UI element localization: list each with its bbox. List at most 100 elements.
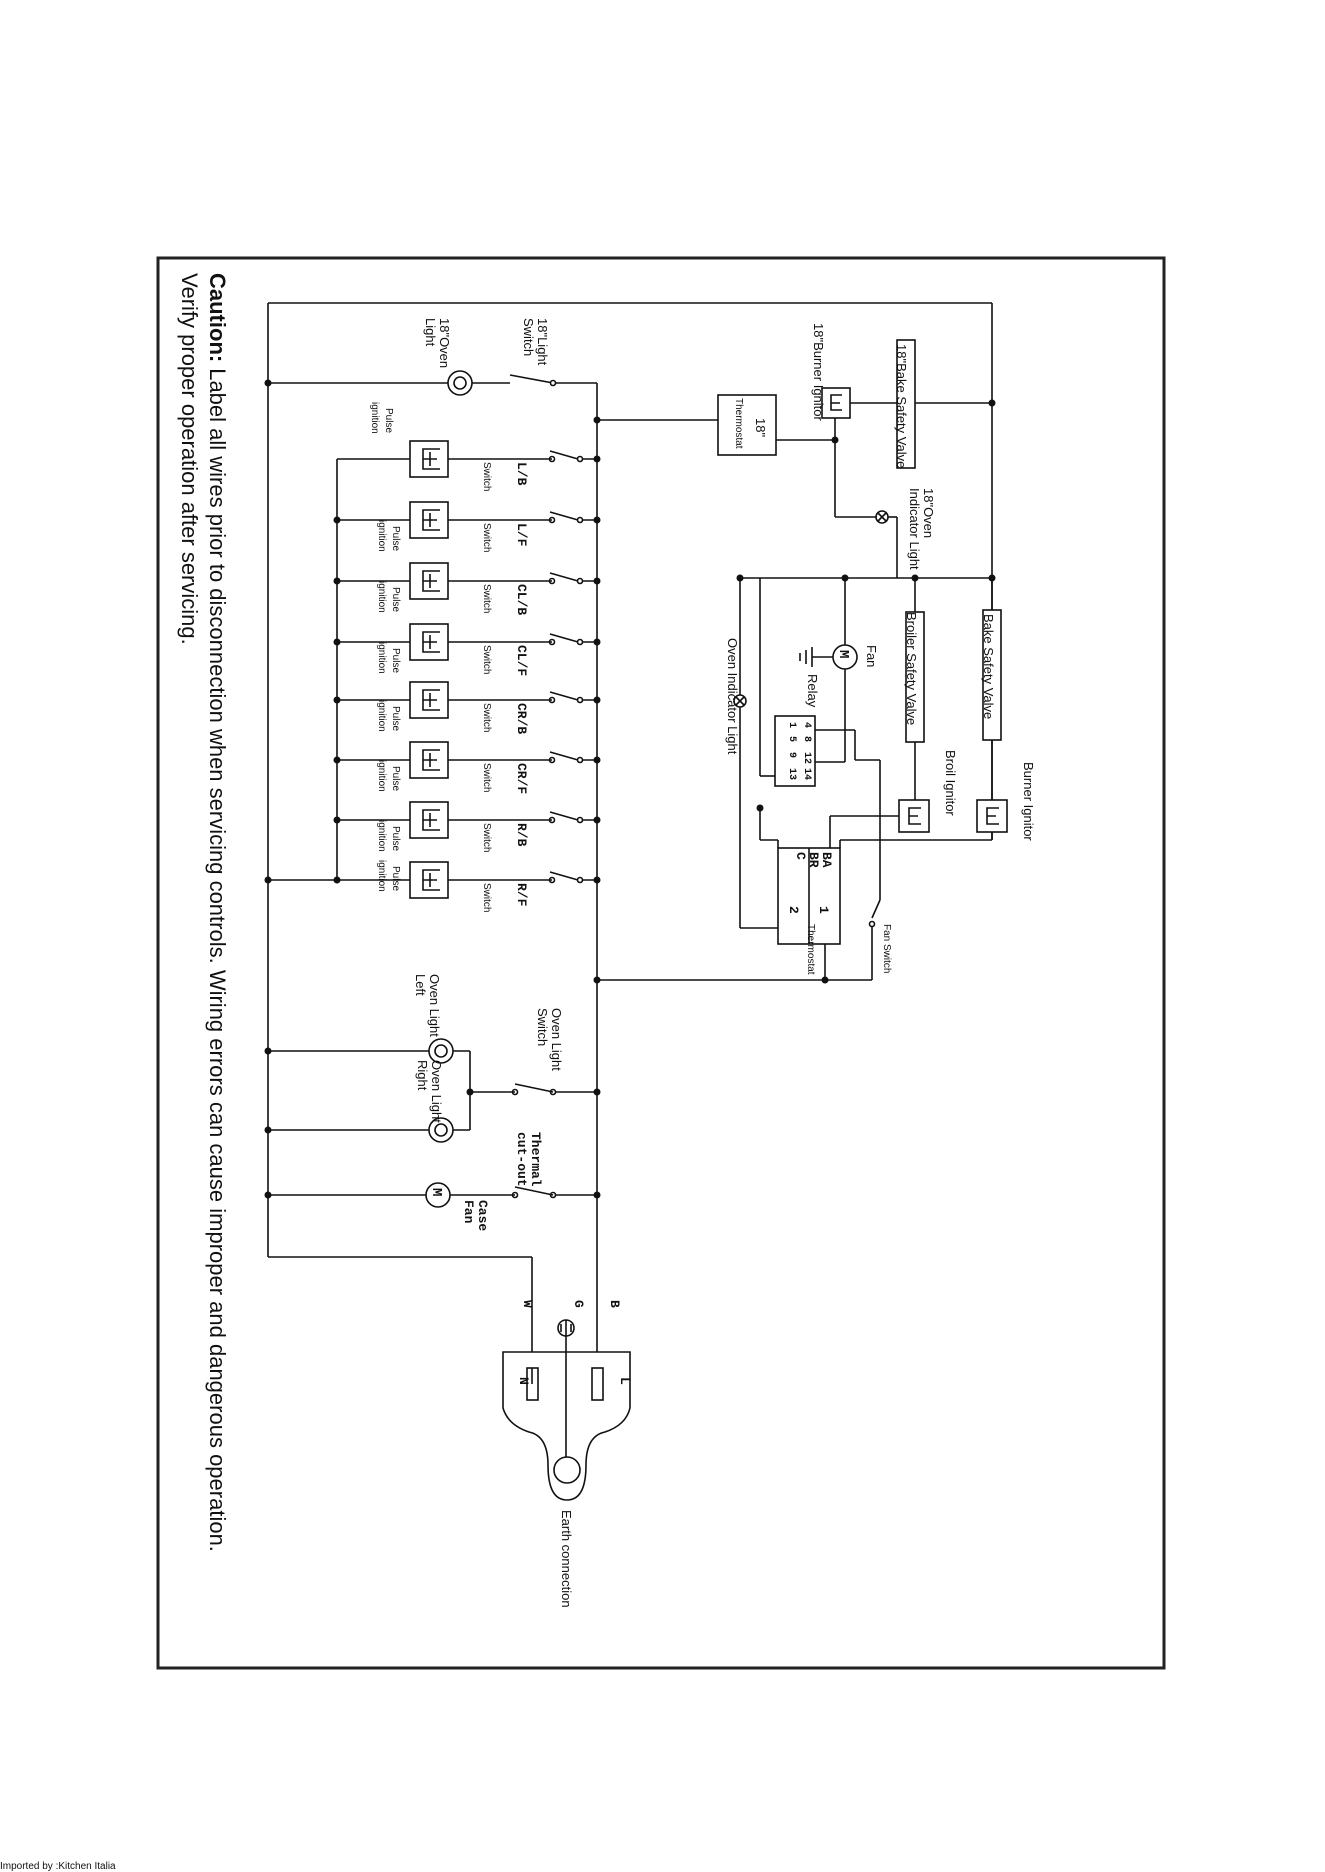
thermostat-label: Thermostat xyxy=(805,924,816,975)
top-thermostat-label-2: Thermostat xyxy=(733,398,744,449)
burner-code: R/F xyxy=(514,883,529,907)
wire-g-label: G xyxy=(571,1300,586,1308)
top-thermostat-label-1: 18" xyxy=(753,418,768,437)
burner-row: CL/B Switch Pulse ignition xyxy=(333,562,601,615)
oven-light-right-label-2: Right xyxy=(415,1060,430,1091)
top-bake-safety-valve-label: 18"Bake Safety Valve xyxy=(894,344,909,468)
footer-text: Imported by :Kitchen Italia xyxy=(0,1861,116,1872)
caption-bold: Caution: xyxy=(205,273,230,362)
burner-ignition-2: ignition xyxy=(376,820,387,852)
wire-b-label: B xyxy=(607,1300,622,1308)
burner-switch: Switch xyxy=(481,763,492,792)
burner-switch: Switch xyxy=(481,462,492,491)
earth-connection-label: Earth connection xyxy=(559,1510,574,1608)
burner-ignition-1: Pulse xyxy=(390,766,401,791)
relay-pin-9: 9 xyxy=(786,752,797,758)
top-burner-ignitor-label: 18"Burner Ignitor xyxy=(811,323,826,422)
burner-code: CR/B xyxy=(514,703,529,734)
top-light-switch-label-2: Switch xyxy=(521,318,536,356)
burner-ignition-1: Pulse xyxy=(383,408,394,433)
relay-pin-13: 13 xyxy=(786,768,797,780)
burner-code: L/F xyxy=(514,523,529,547)
top-bake-safety-valve xyxy=(896,339,916,469)
burner-switch: Switch xyxy=(481,584,492,613)
burner-ignition-2: ignition xyxy=(376,581,387,613)
oven-light-right-label-1: Oven Light xyxy=(429,1060,444,1123)
burner-ignition-1: Pulse xyxy=(390,526,401,551)
case-fan-m: M xyxy=(428,1188,444,1196)
fan-label: Fan xyxy=(864,645,879,667)
caption-line-2: Verify proper operation after servicing. xyxy=(177,273,202,645)
fan-motor-m: M xyxy=(835,650,851,658)
burner-code: CL/F xyxy=(514,645,529,676)
top-thermostat-box xyxy=(717,394,777,456)
bake-safety-valve-label: Bake Safety Valve xyxy=(981,614,996,719)
relay-pin-1: 1 xyxy=(786,722,797,728)
thermostat-terminal-1: 1 xyxy=(816,906,831,914)
top-indicator-light-label-1: 18"Oven xyxy=(921,488,936,538)
diagram-frame xyxy=(156,256,1166,1670)
burner-switch: Switch xyxy=(481,523,492,552)
burner-row: R/F Switch Pulse ignition xyxy=(264,860,601,912)
burner-ignition-2: ignition xyxy=(376,642,387,674)
burner-ignition-1: Pulse xyxy=(390,826,401,851)
caption-line-1: Caution: Label all wires prior to disconn… xyxy=(205,273,230,1552)
burner-row: R/B Switch Pulse ignition xyxy=(333,801,601,852)
wire-w-label: W xyxy=(520,1300,535,1308)
burner-row: CL/F Switch Pulse ignition xyxy=(333,623,601,676)
burner-code: CR/F xyxy=(514,763,529,794)
case-fan-label-2: Fan xyxy=(461,1200,476,1224)
thermostat-terminal-2: 2 xyxy=(786,906,801,914)
relay xyxy=(774,715,816,787)
burner-code: L/B xyxy=(514,462,529,486)
fan-switch-label: Fan Switch xyxy=(881,924,892,973)
burner-row: L/B Switch Pulse ignition xyxy=(337,402,601,491)
plug-pin-l xyxy=(591,1367,604,1401)
relay-pin-5: 5 xyxy=(786,736,797,742)
burner-row: CR/F Switch Pulse ignition xyxy=(333,741,601,794)
oven-light-left-label-1: Oven Light xyxy=(427,974,442,1037)
top-oven-light-label-2: Light xyxy=(423,318,438,347)
burner-ignition-2: ignition xyxy=(376,860,387,892)
burner-code: CL/B xyxy=(514,584,529,615)
oven-light-left-label-2: Left xyxy=(413,974,428,996)
thermal-label-2: cut-out xyxy=(514,1132,529,1187)
burner-switch: Switch xyxy=(481,823,492,852)
thermostat-terminal-br: BR xyxy=(806,852,821,868)
relay-pin-4: 4 xyxy=(801,722,812,728)
burner-ignition-1: Pulse xyxy=(390,866,401,891)
relay-pin-12: 12 xyxy=(801,752,812,764)
oven-light-switch-label-1: Oven Light xyxy=(549,1008,564,1071)
burner-ignition-2: ignition xyxy=(369,402,380,434)
relay-pin-14: 14 xyxy=(801,768,812,780)
burner-ignition-1: Pulse xyxy=(390,587,401,612)
relay-label: Relay xyxy=(805,674,820,708)
burner-ignition-1: Pulse xyxy=(390,706,401,731)
burner-ignition-2: ignition xyxy=(376,760,387,792)
burner-ignition-2: ignition xyxy=(376,520,387,552)
burner-row: CR/B Switch Pulse ignition xyxy=(333,681,601,734)
thermostat-terminal-c: C xyxy=(793,852,808,860)
earth-pin xyxy=(553,1456,581,1484)
burner-switch: Switch xyxy=(481,645,492,674)
burner-ignition-1: Pulse xyxy=(390,648,401,673)
oven-light-switch-label-2: Switch xyxy=(535,1008,550,1046)
top-oven-light-label-1: 18"Oven xyxy=(437,318,452,368)
burner-ignition-2: ignition xyxy=(376,700,387,732)
burner-ignitor-label: Burner Ignitor xyxy=(1021,762,1036,841)
top-light-switch-label-1: 18"Light xyxy=(535,318,550,366)
case-fan-label-1: Case xyxy=(475,1200,490,1231)
burner-row: L/F Switch Pulse ignition xyxy=(333,501,601,552)
plug-pin-l-label: L xyxy=(617,1377,632,1385)
burner-switch: Switch xyxy=(481,703,492,732)
top-indicator-light-label-2: Indicator Light xyxy=(907,488,922,570)
broil-ignitor xyxy=(898,799,930,833)
broil-ignitor-label: Broil Ignitor xyxy=(943,750,958,816)
caption-text: Label all wires prior to disconnection w… xyxy=(205,368,230,1552)
burner-code: R/B xyxy=(514,823,529,847)
oven-indicator-light-label: Oven Indicator Light xyxy=(725,638,740,755)
broiler-safety-valve-label: Broiler Safety Valve xyxy=(904,612,919,725)
thermal-label-1: Thermal xyxy=(528,1132,543,1187)
relay-pin-8: 8 xyxy=(801,736,812,742)
